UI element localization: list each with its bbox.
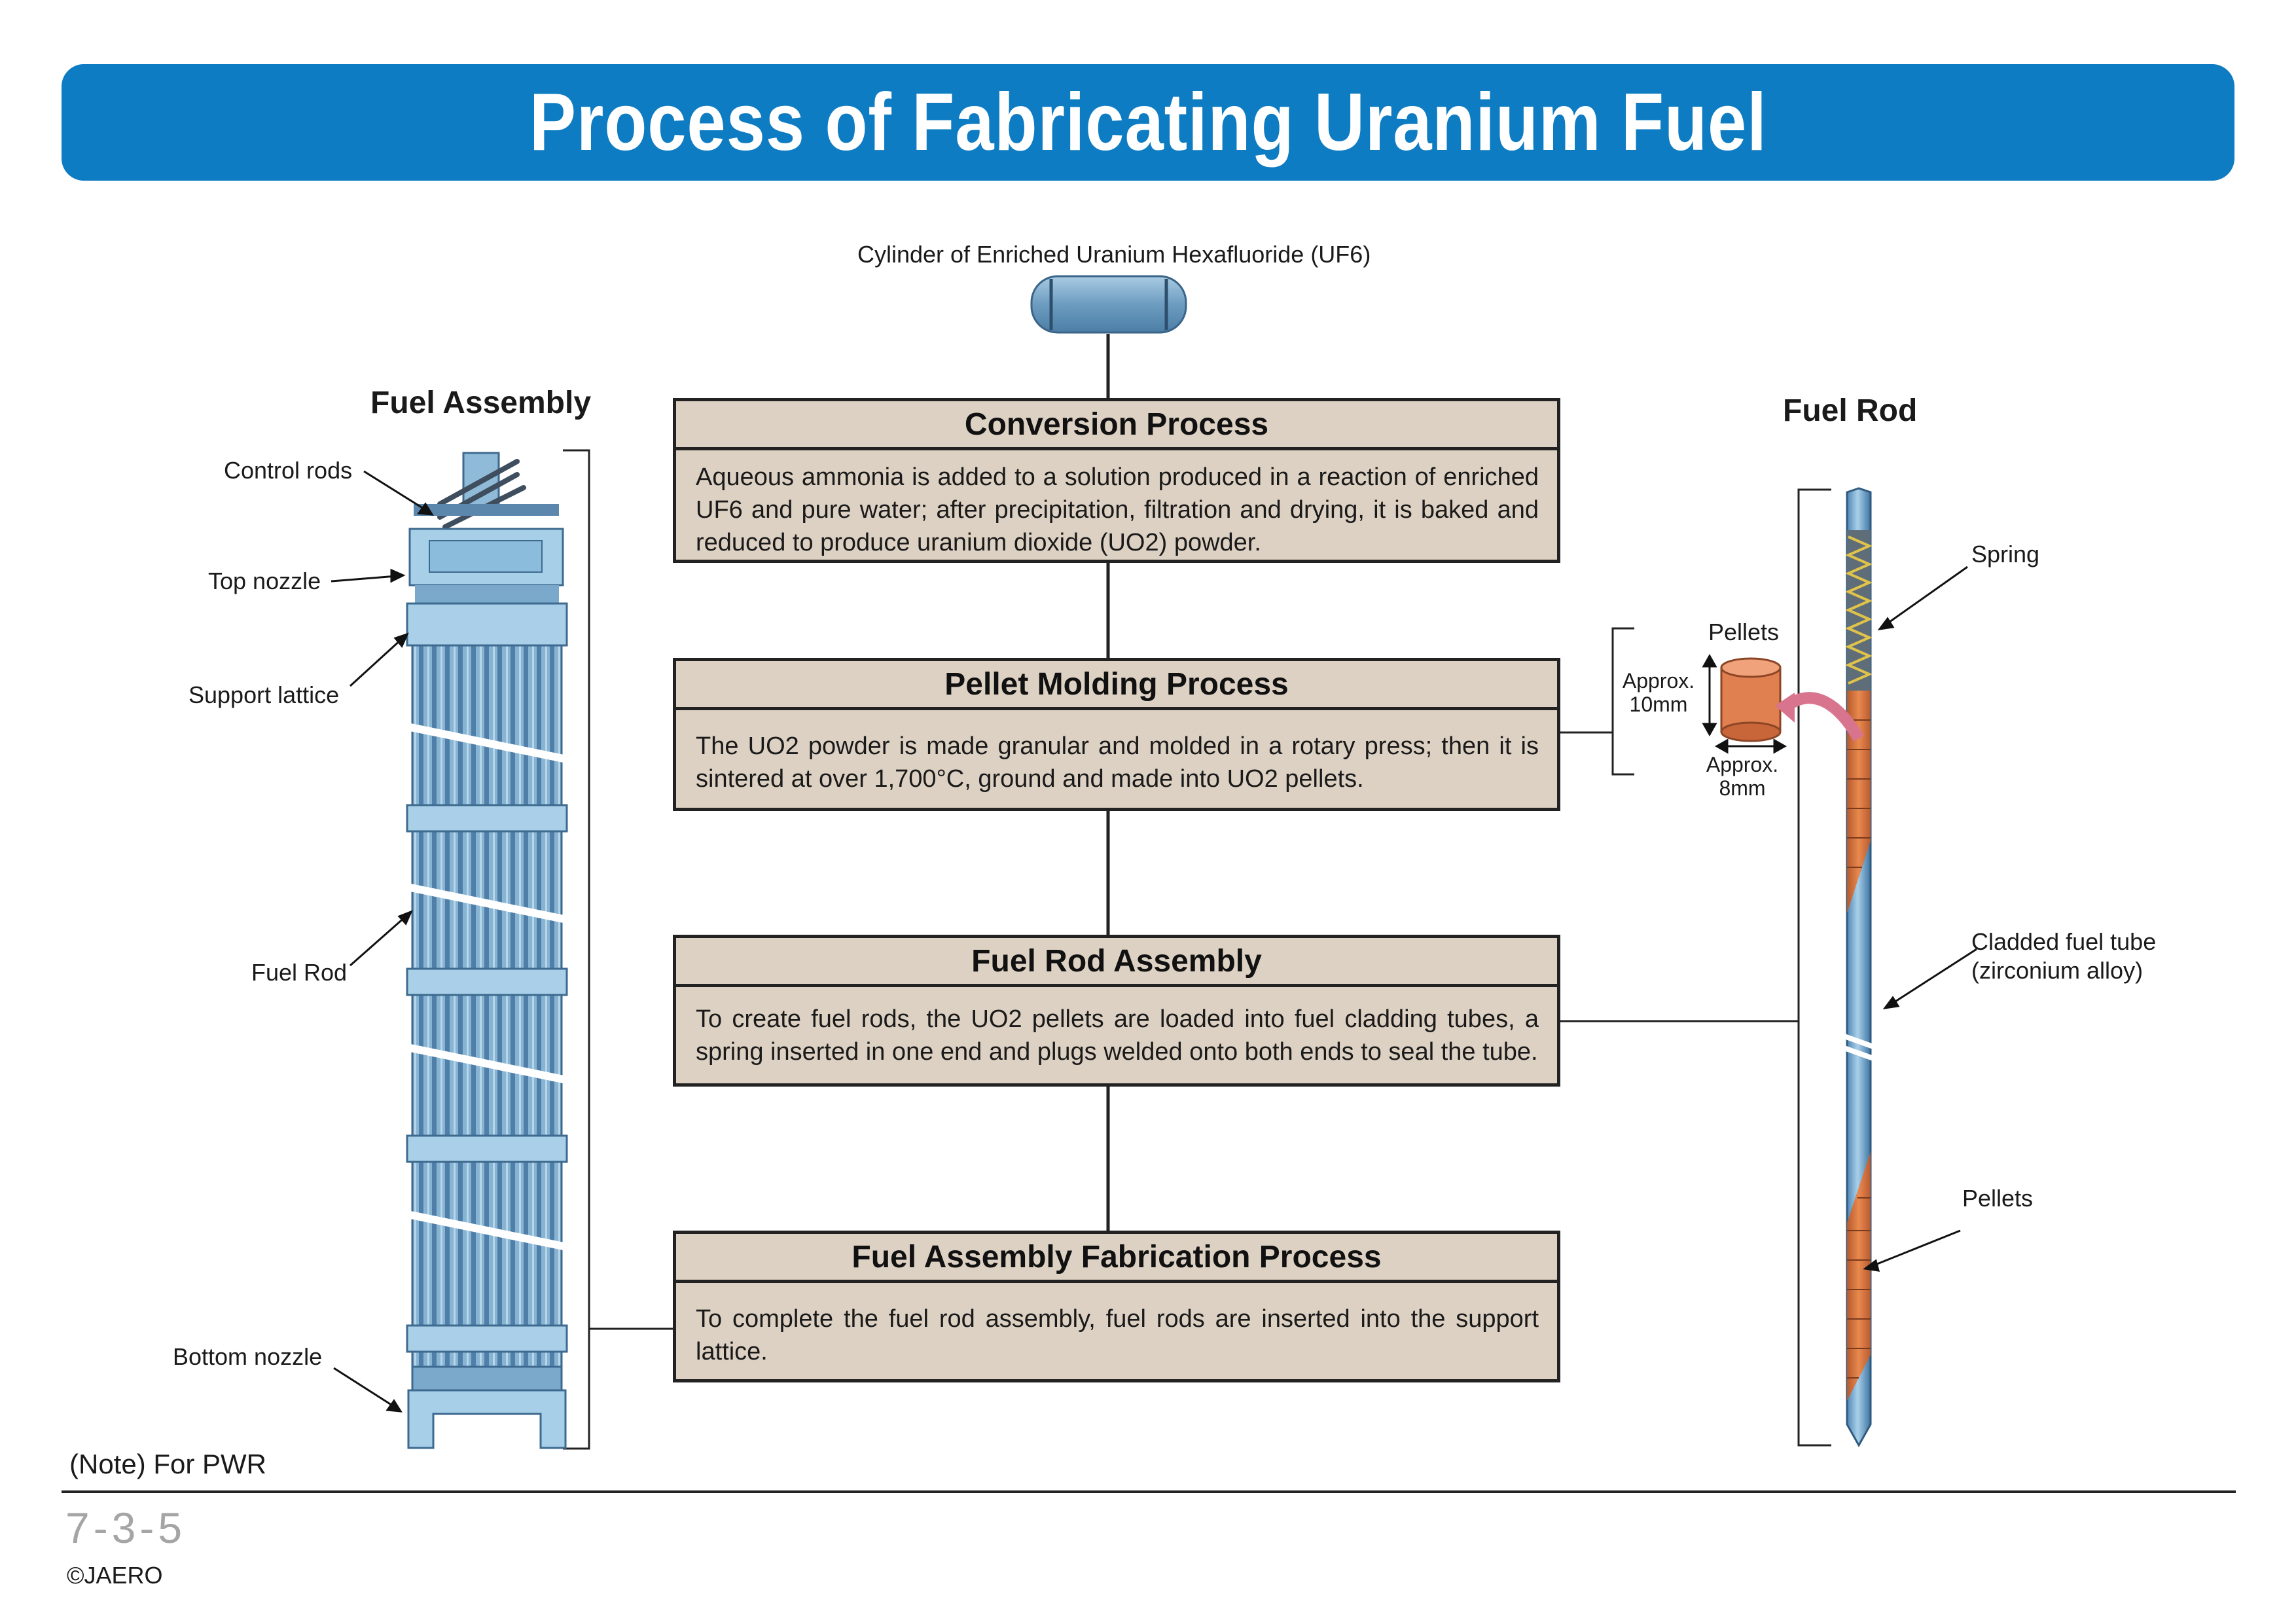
pellet-molding-process-box: Pellet Molding Process The UO2 powder is… xyxy=(673,658,1560,811)
pellet-height-label: Approx. 10mm xyxy=(1622,669,1695,716)
side-connectors xyxy=(563,449,1831,1450)
process-title: Pellet Molding Process xyxy=(676,661,1557,710)
pellet-detail-icon xyxy=(1702,653,1864,754)
process-description: Aqueous ammonia is added to a solution p… xyxy=(696,463,1539,556)
cladded-tube-label: Cladded fuel tube xyxy=(1971,928,2157,955)
process-title: Fuel Rod Assembly xyxy=(676,938,1557,987)
fuel-rod-assembly-box: Fuel Rod Assembly To create fuel rods, t… xyxy=(673,935,1560,1087)
fuel-assembly-icon xyxy=(406,452,568,1449)
footer-divider xyxy=(62,1490,2236,1493)
page-number: 7-3-5 xyxy=(65,1504,187,1552)
fuel-rod-pointers xyxy=(1863,566,1977,1272)
page-title: Process of Fabricating Uranium Fuel xyxy=(529,77,1767,168)
conversion-process-box: Conversion Process Aqueous ammonia is ad… xyxy=(673,398,1560,563)
copyright: ©JAERO xyxy=(67,1562,163,1589)
pellets-label: Pellets xyxy=(1962,1185,2034,1212)
support-lattice-label: Support lattice xyxy=(188,681,340,708)
cladded-tube-material-label: (zirconium alloy) xyxy=(1971,957,2144,984)
spring-label: Spring xyxy=(1971,541,2040,568)
fuel-assembly-fabrication-box: Fuel Assembly Fabrication Process To com… xyxy=(673,1231,1560,1382)
pellet-detail-label: Pellets xyxy=(1708,619,1780,645)
title-banner: Process of Fabricating Uranium Fuel xyxy=(62,64,2234,181)
fuel-assembly-pointers xyxy=(331,470,434,1413)
process-title: Conversion Process xyxy=(676,401,1557,450)
uf6-cylinder-icon xyxy=(1030,275,1187,334)
pellet-width-label: Approx. 8mm xyxy=(1706,753,1779,800)
process-description: To complete the fuel rod assembly, fuel … xyxy=(696,1305,1539,1365)
control-rods-label: Control rods xyxy=(224,457,353,484)
top-nozzle-label: Top nozzle xyxy=(208,568,321,594)
pwr-note: (Note) For PWR xyxy=(69,1449,267,1479)
fuel-assembly-heading: Fuel Assembly xyxy=(370,386,592,420)
cylinder-label: Cylinder of Enriched Uranium Hexafluorid… xyxy=(857,241,1371,268)
process-description: The UO2 powder is made granular and mold… xyxy=(696,732,1539,793)
bottom-nozzle-label: Bottom nozzle xyxy=(173,1343,323,1370)
fuel-rod-pointer-label: Fuel Rod xyxy=(251,959,348,986)
process-title: Fuel Assembly Fabrication Process xyxy=(676,1234,1557,1283)
fuel-rod-icon xyxy=(1841,487,1876,1448)
process-description: To create fuel rods, the UO2 pellets are… xyxy=(696,1005,1539,1066)
fuel-rod-heading: Fuel Rod xyxy=(1783,393,1918,428)
